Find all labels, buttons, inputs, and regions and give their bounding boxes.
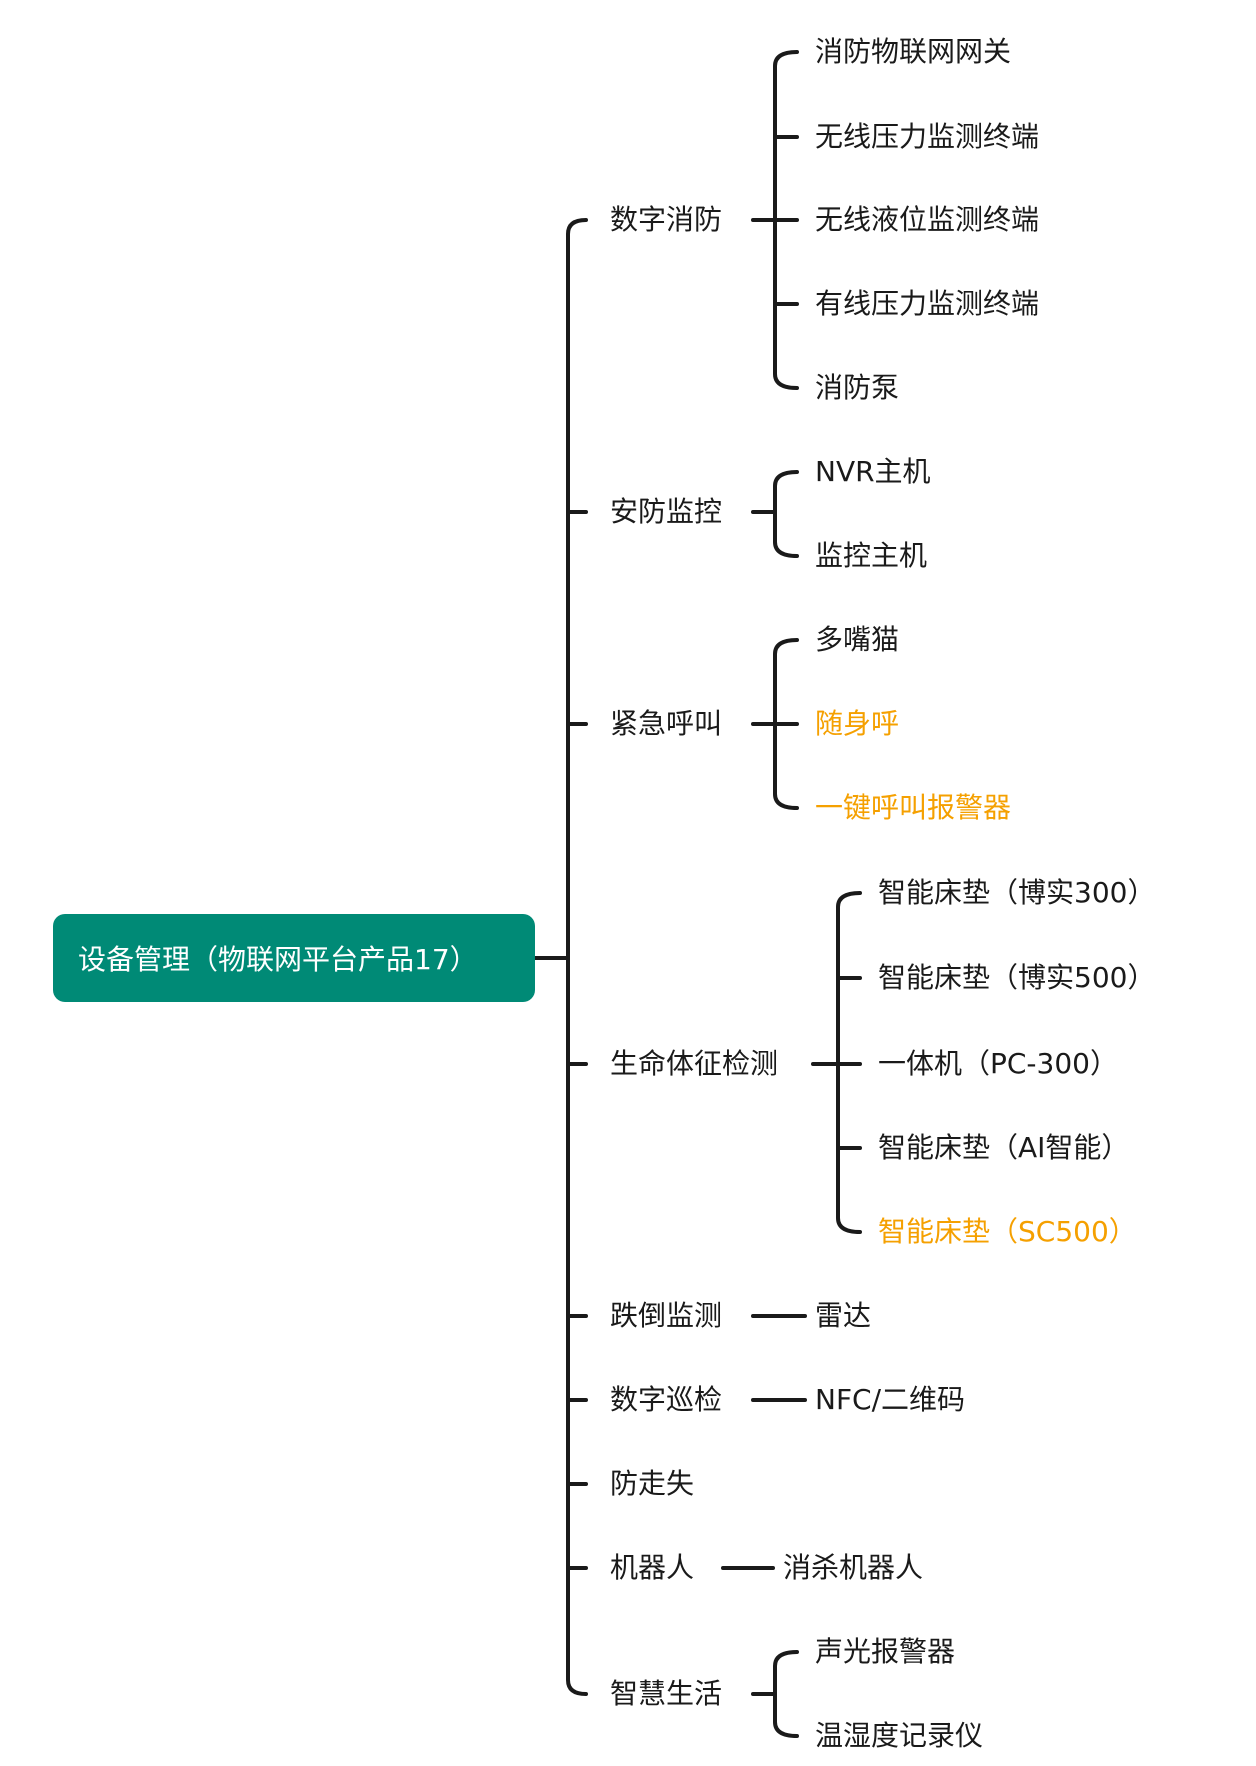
leaf-node: 声光报警器 (815, 1635, 956, 1668)
branch-node: 智慧生活 (610, 1677, 723, 1710)
leaf-node: 一键呼叫报警器 (815, 791, 1012, 824)
branch-node: 数字巡检 (610, 1383, 723, 1416)
leaf-node: 消杀机器人 (783, 1551, 924, 1584)
trunk-line (566, 218, 588, 1696)
leaf-node: NFC/二维码 (815, 1383, 966, 1416)
child-bracket (773, 470, 799, 558)
leaf-node: 温湿度记录仪 (815, 1719, 984, 1752)
leaf-node: 智能床垫（博实500） (878, 961, 1156, 994)
root-node: 设备管理（物联网平台产品17） (53, 914, 535, 1002)
leaf-node: 随身呼 (815, 707, 900, 740)
leaf-node: 消防泵 (815, 371, 900, 404)
leaf-node: 监控主机 (815, 539, 928, 572)
leaf-node: NVR主机 (815, 455, 931, 488)
branch-node: 安防监控 (610, 495, 723, 528)
leaf-node: 智能床垫（SC500） (878, 1215, 1137, 1248)
leaf-node: 无线液位监测终端 (815, 203, 1040, 236)
branch-node: 机器人 (610, 1551, 695, 1584)
leaf-node: 消防物联网网关 (815, 35, 1012, 68)
leaf-node: 有线压力监测终端 (815, 287, 1040, 320)
branch-node: 防走失 (610, 1467, 695, 1500)
leaf-node: 多嘴猫 (815, 623, 900, 656)
branch-node: 跌倒监测 (610, 1299, 723, 1332)
child-bracket (773, 1650, 799, 1738)
leaf-node: 智能床垫（AI智能） (878, 1131, 1130, 1164)
leaf-node: 无线压力监测终端 (815, 120, 1040, 153)
leaf-node: 雷达 (815, 1299, 872, 1332)
leaf-node: 智能床垫（博实300） (878, 876, 1156, 909)
branch-node: 生命体征检测 (610, 1047, 779, 1080)
leaf-node: 一体机（PC-300） (878, 1047, 1118, 1080)
branch-node: 数字消防 (610, 203, 723, 236)
branch-node: 紧急呼叫 (610, 707, 723, 740)
